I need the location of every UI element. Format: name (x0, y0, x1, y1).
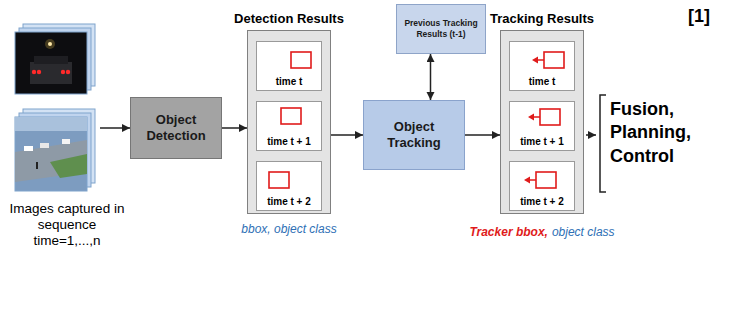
process-box: Object Detection (130, 97, 222, 159)
process-box: Object Tracking (363, 100, 465, 170)
caption: Images captured in sequence time=1,...,n (5, 201, 129, 250)
node-label: time t + 2 (520, 196, 564, 210)
output-note: object class (552, 225, 615, 239)
frame-box: time t (256, 41, 322, 91)
output-arrow (586, 134, 596, 136)
results-panel: Tracking Resultstime ttime t + 1time t +… (500, 30, 584, 214)
panel-title: Detection Results (234, 11, 344, 26)
results-panel: Detection Resultstime ttime t + 1time t … (247, 30, 331, 214)
bbox-rect (291, 52, 311, 68)
panel-title: Tracking Results (490, 11, 594, 26)
bbox-rect (536, 172, 556, 188)
image-sequence-art (10, 22, 105, 197)
node-label: time t + 1 (267, 136, 311, 150)
memory-box: Previous Tracking Results (t-1) (396, 4, 486, 54)
output-note: Tracker bbox, (469, 225, 547, 239)
reference-number: [1] (688, 6, 710, 27)
node-label: time t + 1 (520, 136, 564, 150)
downstream-label: Fusion, Planning, Control (610, 98, 720, 168)
frame-box: time t + 1 (256, 101, 322, 151)
frame-box: time t + 1 (509, 101, 575, 151)
flow-arrow (100, 127, 130, 129)
bbox-rect (540, 109, 560, 125)
image-sequence: Images captured in sequence time=1,...,n (15, 28, 100, 193)
frame-box: time t + 2 (509, 161, 575, 211)
node-label: Previous Tracking Results (t-1) (397, 15, 485, 43)
node-label: time t + 2 (267, 196, 311, 210)
track-arrow-head (532, 57, 538, 64)
bbox-rect (281, 108, 301, 124)
output-note: bbox, object class (232, 222, 346, 236)
frame-box: time t + 2 (256, 161, 322, 211)
note-row: Tracker bbox, object class (466, 222, 618, 240)
flow-arrow (331, 134, 363, 136)
bbox-rect (269, 172, 289, 188)
track-arrow-head (524, 177, 530, 184)
track-arrow (529, 179, 536, 181)
node-label: time t (276, 76, 303, 90)
node-label: Object Tracking (364, 115, 464, 156)
flow-arrow (222, 127, 247, 129)
bbox-rect (544, 52, 564, 68)
track-arrow (537, 59, 544, 61)
flow-arrow (430, 54, 432, 100)
track-arrow (533, 116, 540, 118)
node-label: time t (529, 76, 556, 90)
flow-arrow (465, 134, 500, 136)
node-label: Object Detection (131, 108, 221, 149)
track-arrow-head (528, 114, 534, 121)
bracket (600, 95, 606, 192)
frame-box: time t (509, 41, 575, 91)
